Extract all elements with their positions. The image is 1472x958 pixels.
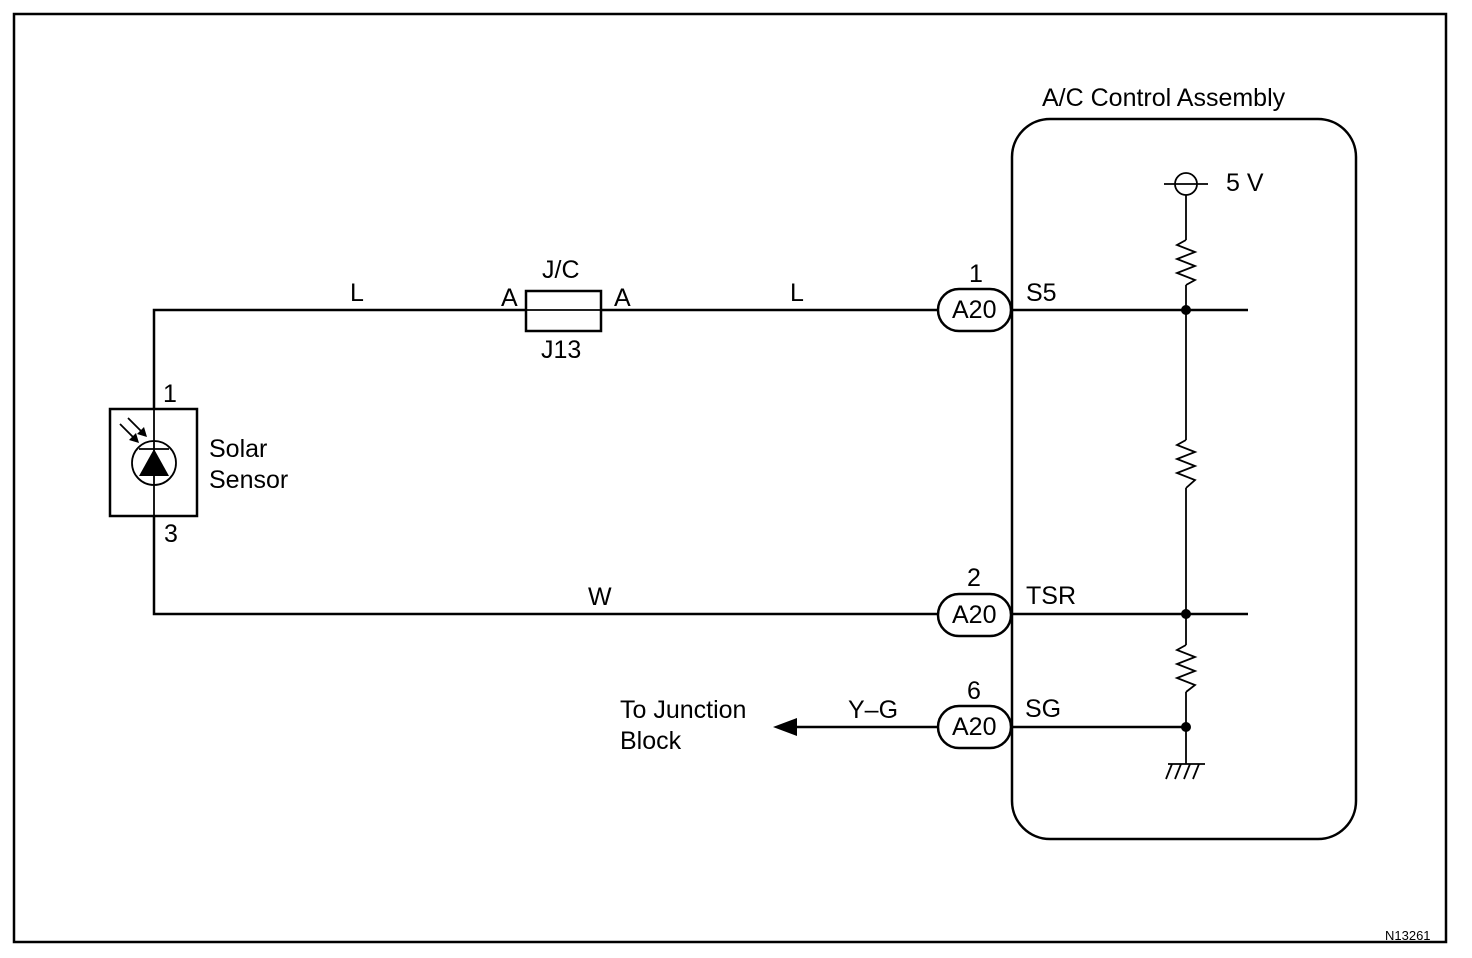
wire-l (152, 308, 526, 409)
junction-dot (1181, 305, 1191, 315)
resistor-icon (1174, 239, 1198, 286)
ground-icon (1165, 763, 1205, 780)
connector-label: A20 (952, 296, 996, 324)
terminal-label-s5: S5 (1026, 279, 1057, 307)
wire-label-y-g: Y–G (848, 696, 898, 724)
junction-right-pin: A (614, 284, 631, 312)
light-arrows-icon (119, 417, 147, 443)
diagram-frame (12, 12, 1448, 944)
internal-circuit: 5 V (1011, 169, 1264, 780)
connector-a20-pin-6: A20 6 (936, 677, 1013, 750)
junction-connector-j13: J/C J13 A A (501, 256, 631, 364)
connector-pin-number: 1 (969, 260, 983, 288)
solar-sensor-pin-1: 1 (163, 380, 177, 408)
destination-line1: To Junction (620, 696, 746, 724)
connector-pin-number: 2 (967, 564, 981, 592)
arrow-left-icon (773, 718, 797, 736)
terminal-label-tsr: TSR (1026, 582, 1076, 610)
connector-label: A20 (952, 713, 996, 741)
connector-label: A20 (952, 601, 996, 629)
wire-label-l-right: L (790, 279, 804, 307)
junction-top-label: J/C (542, 256, 580, 284)
connector-a20-pin-2: A20 2 (936, 564, 1013, 638)
junction-dot (1181, 609, 1191, 619)
junction-left-pin: A (501, 284, 518, 312)
destination-line2: Block (620, 727, 682, 755)
solar-sensor-label-line1: Solar (209, 435, 267, 463)
diode-triangle-icon (139, 449, 169, 476)
wire-label-l-left: L (350, 279, 364, 307)
ac-control-assembly-title: A/C Control Assembly (1042, 84, 1286, 112)
junction-bottom-label: J13 (541, 336, 581, 364)
ac-control-assembly-box (1010, 117, 1358, 841)
connector-pin-number: 6 (967, 677, 981, 705)
solar-sensor-label-line2: Sensor (209, 466, 288, 494)
resistor-icon (1174, 439, 1198, 489)
supply-voltage-label: 5 V (1226, 169, 1264, 197)
connector-a20-pin-1: A20 1 (936, 260, 1013, 333)
junction-dot (1181, 722, 1191, 732)
wire-w (152, 516, 938, 616)
solar-sensor-pin-3: 3 (164, 520, 178, 548)
wire-label-w: W (588, 583, 612, 611)
figure-id: N13261 (1385, 928, 1431, 943)
terminal-label-sg: SG (1025, 695, 1061, 723)
resistor-icon (1174, 644, 1198, 693)
solar-sensor: 1 3 Solar Sensor (108, 380, 288, 548)
junction-connector-box (524, 289, 603, 333)
